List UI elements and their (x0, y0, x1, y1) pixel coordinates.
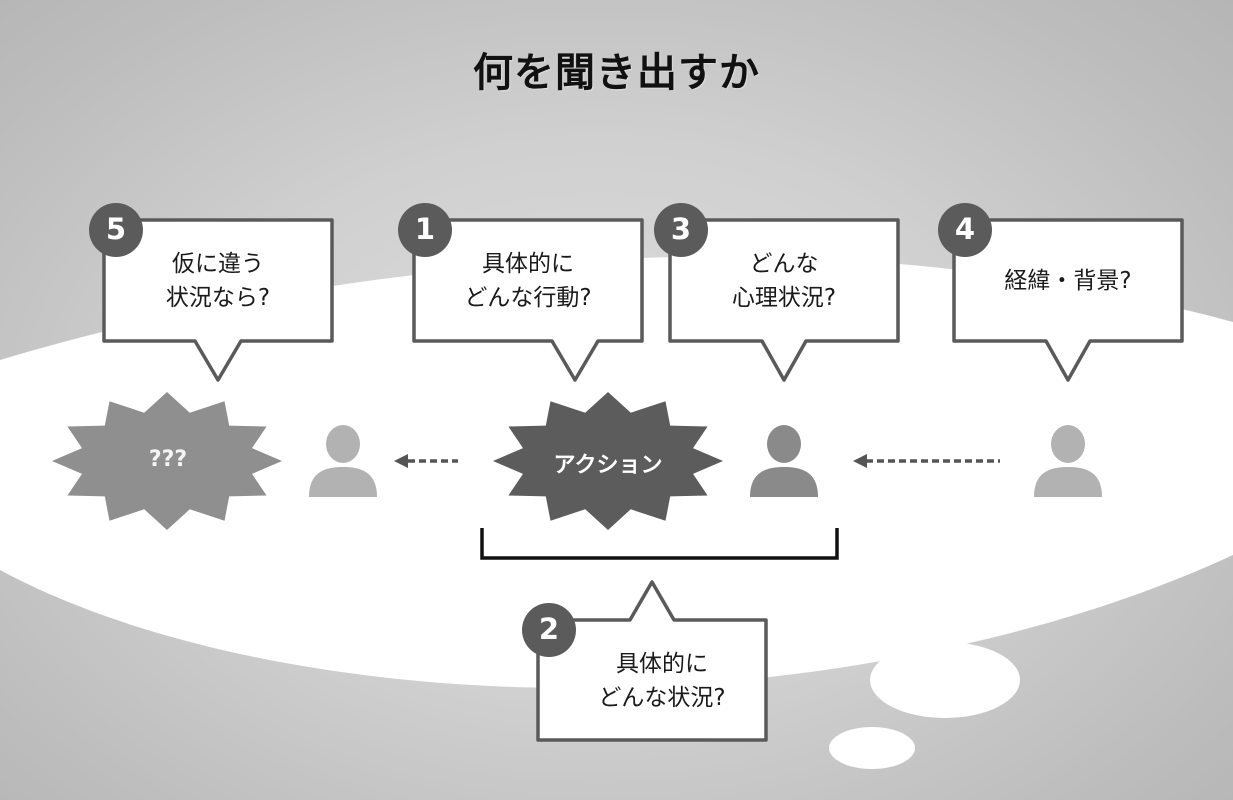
dashed-arrow-left-icon (853, 454, 1000, 468)
badge-3-circle (654, 203, 708, 257)
cloud-puff-large (870, 642, 1020, 718)
bubble-1-shape (412, 218, 644, 382)
bubble-3-line-1: どんな (749, 251, 819, 277)
badge-2-circle (522, 603, 576, 657)
bubble-5-text: 仮に違う 状況なら? (104, 245, 332, 317)
badge-4-circle (938, 203, 992, 257)
burst-unknown-shape (52, 392, 282, 530)
bubble-2-line-2: どんな状況? (598, 685, 726, 711)
bubble-1-line-2: どんな行動? (464, 285, 592, 311)
bubble-4-line-1: 経緯・背景? (1004, 268, 1132, 294)
page-title: 何を聞き出すか (473, 50, 760, 96)
badge-1-circle (398, 203, 452, 257)
badge-4: 4 (954, 212, 976, 246)
person-icon (1034, 425, 1102, 497)
badge-2: 2 (538, 612, 560, 646)
badge-5: 5 (105, 212, 127, 246)
bubble-5-line-1: 仮に違う (172, 251, 264, 277)
bubble-1-text: 具体的に どんな行動? (414, 245, 642, 317)
badge-1: 1 (414, 212, 436, 246)
burst-action-shape (493, 392, 723, 530)
bubble-5-shape (102, 218, 334, 382)
bubble-2-shape (536, 580, 768, 742)
bubble-3-shape (668, 218, 900, 382)
bubble-3-text: どんな 心理状況? (670, 245, 898, 317)
bracket (480, 528, 839, 560)
cloud-puff-small (829, 727, 915, 769)
bubble-5-line-2: 状況なら? (165, 285, 271, 311)
bubble-1-line-1: 具体的に (482, 251, 574, 277)
bubble-2-text: 具体的に どんな状況? (558, 645, 766, 717)
bubble-2-line-1: 具体的に (616, 651, 708, 677)
burst-unknown-label: ??? (148, 447, 188, 472)
person-icon (309, 425, 377, 497)
bubble-4-text: 経緯・背景? (954, 245, 1182, 317)
dashed-arrow-left-icon (394, 454, 458, 468)
person-icon (750, 425, 818, 497)
burst-action-label: アクション (553, 453, 663, 478)
bubble-4-shape (952, 218, 1184, 382)
badge-3: 3 (670, 212, 692, 246)
badge-5-circle (89, 203, 143, 257)
bubble-3-line-2: 心理状況? (731, 285, 837, 311)
